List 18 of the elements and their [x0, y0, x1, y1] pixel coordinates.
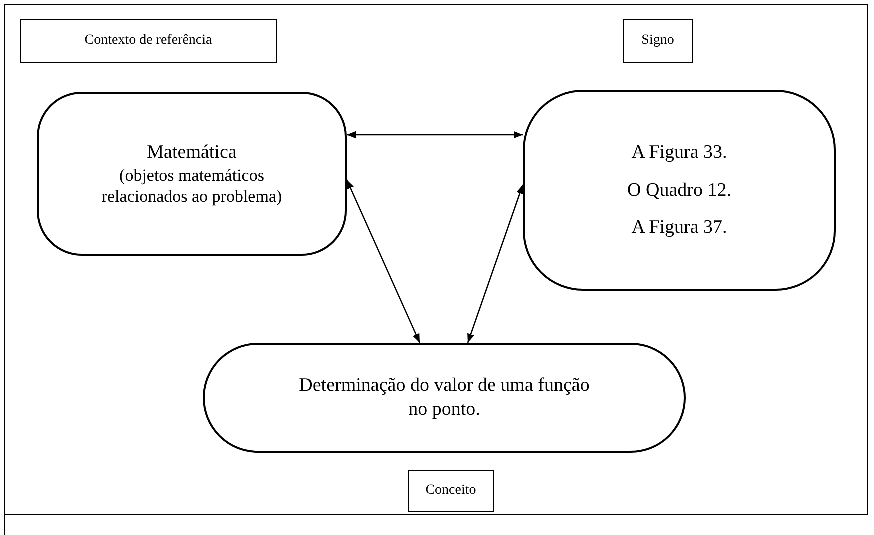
rounded-box [37, 92, 347, 256]
node-text: A Figura 33. [632, 140, 728, 165]
double-arrow [467, 184, 524, 344]
label-box [623, 19, 693, 63]
node-text: Contexto de referência [84, 32, 212, 50]
node-text: A Figura 37. [632, 216, 728, 240]
node-text: Determinação do valor de uma função no ponto. [298, 374, 591, 422]
node-text: Signo [642, 32, 674, 50]
double-arrow [346, 180, 421, 344]
node-text: O Quadro 12. [628, 178, 732, 202]
node-text: Conceito [426, 482, 476, 500]
label-box [408, 470, 494, 512]
rounded-box [523, 90, 836, 291]
rounded-box [203, 343, 686, 453]
double-arrow [347, 131, 523, 139]
node-text: (objetos matemáticos relacionados ao problema) [100, 164, 284, 208]
label-box [20, 19, 277, 63]
node-text: Matemática [147, 140, 237, 165]
